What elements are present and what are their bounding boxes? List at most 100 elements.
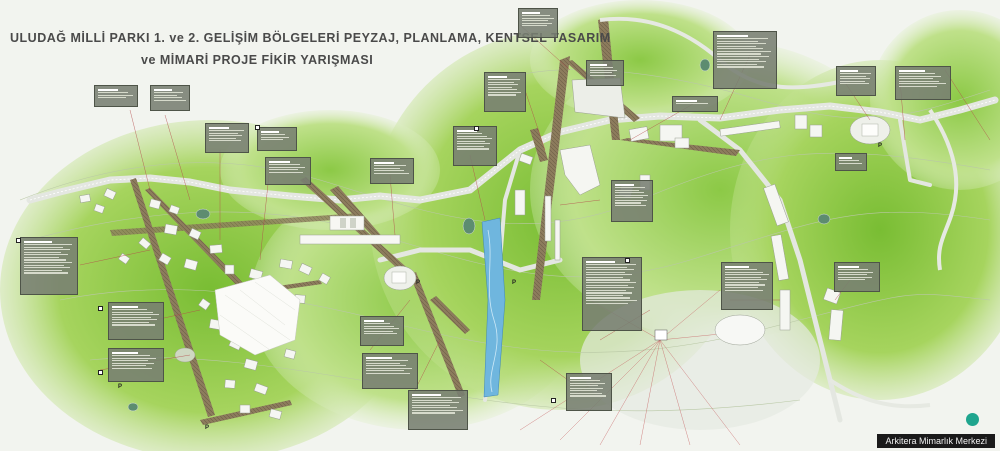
cableway-station: [654, 314, 766, 346]
annotation-note: [518, 8, 558, 38]
note-text-line: [488, 81, 514, 83]
roundabout-plaza: [383, 115, 891, 291]
note-text-line: [838, 271, 874, 273]
annotation-note: [586, 60, 624, 86]
note-text-line: [676, 100, 697, 102]
note-text-line: [570, 379, 600, 382]
note-text-line: [112, 306, 139, 308]
note-text-line: [590, 72, 612, 74]
note-text-line: [412, 407, 457, 409]
central-building-strip: [299, 215, 401, 245]
note-text-line: [98, 97, 127, 99]
note-text-line: [366, 372, 411, 375]
annotation-note: [611, 180, 653, 222]
note-text-line: [570, 385, 599, 387]
note-text-line: [374, 162, 394, 164]
note-text-line: [838, 266, 859, 268]
note-text-line: [586, 284, 628, 286]
note-text-line: [522, 14, 550, 17]
note-text-line: [615, 202, 642, 204]
note-text-line: [364, 322, 390, 325]
annotation-note: [257, 127, 297, 151]
note-text-line: [586, 279, 630, 281]
water-channel: [481, 217, 506, 398]
note-text-line: [725, 284, 766, 286]
note-text-line: [112, 357, 157, 359]
note-text-line: [364, 328, 399, 330]
annotation-note: [360, 316, 404, 346]
annotation-note: [94, 85, 138, 107]
annotation-note: [713, 31, 777, 89]
note-text-line: [488, 94, 516, 96]
note-text-line: [586, 276, 623, 279]
note-text-line: [24, 267, 70, 269]
note-text-line: [112, 354, 150, 357]
page-title-line-1: ULUDAĞ MİLLİ PARKI 1. ve 2. GELİŞİM BÖLG…: [10, 31, 611, 45]
note-text-line: [374, 172, 409, 174]
annotation-note: [566, 373, 612, 411]
note-text-line: [590, 64, 607, 66]
note-text-line: [112, 321, 149, 324]
annotation-note: [205, 123, 249, 153]
note-text-line: [717, 61, 767, 63]
note-text-line: [154, 97, 182, 99]
note-text-line: [590, 66, 614, 69]
note-text-line: [112, 311, 153, 313]
sign-icon: [625, 258, 630, 263]
note-text-line: [615, 184, 634, 186]
note-text-line: [457, 130, 477, 132]
note-text-line: [590, 69, 617, 71]
annotation-note: [834, 262, 880, 292]
note-text-line: [838, 274, 867, 276]
note-text-line: [725, 289, 764, 291]
note-text-line: [154, 89, 172, 91]
note-text-line: [488, 91, 522, 94]
note-text-line: [412, 399, 453, 401]
note-text-line: [586, 274, 632, 276]
note-text-line: [24, 246, 63, 248]
note-text-line: [838, 279, 866, 281]
annotation-note: [484, 72, 526, 112]
note-text-line: [412, 412, 455, 414]
note-text-line: [374, 167, 400, 169]
note-text-line: [209, 127, 229, 129]
note-text-line: [615, 186, 646, 189]
note-text-line: [586, 302, 629, 304]
note-text-line: [24, 269, 62, 271]
sign-icon: [16, 238, 21, 243]
note-text-line: [269, 169, 299, 171]
note-text-line: [209, 129, 244, 132]
note-text-line: [717, 45, 757, 47]
annotation-note: [835, 153, 867, 171]
note-text-line: [615, 199, 647, 202]
note-text-line: [24, 256, 59, 259]
note-text-line: [112, 316, 151, 318]
valley-buildings: [514, 77, 626, 261]
note-text-line: [412, 394, 441, 396]
parking-icon: [98, 370, 103, 375]
note-text-line: [366, 359, 408, 362]
note-text-line: [24, 241, 52, 243]
note-text-line: [112, 360, 148, 362]
note-text-line: [899, 80, 940, 82]
note-text-line: [725, 279, 767, 281]
note-text-line: [112, 308, 147, 311]
note-text-line: [586, 289, 626, 291]
note-text-line: [112, 362, 155, 364]
annotation-note: [20, 237, 78, 295]
arkitera-logo: [966, 413, 979, 426]
dome-structures: [127, 58, 831, 412]
note-text-line: [261, 139, 284, 141]
note-text-line: [412, 402, 459, 404]
note-text-line: [24, 249, 70, 251]
annotation-note: [108, 348, 164, 382]
note-text-line: [840, 75, 866, 77]
note-text-line: [412, 396, 461, 399]
annotation-note: [672, 96, 718, 112]
note-text-line: [364, 333, 398, 335]
note-text-line: [570, 382, 605, 384]
note-text-line: [261, 136, 289, 138]
annotation-note: [150, 85, 190, 111]
note-text-line: [586, 269, 634, 271]
